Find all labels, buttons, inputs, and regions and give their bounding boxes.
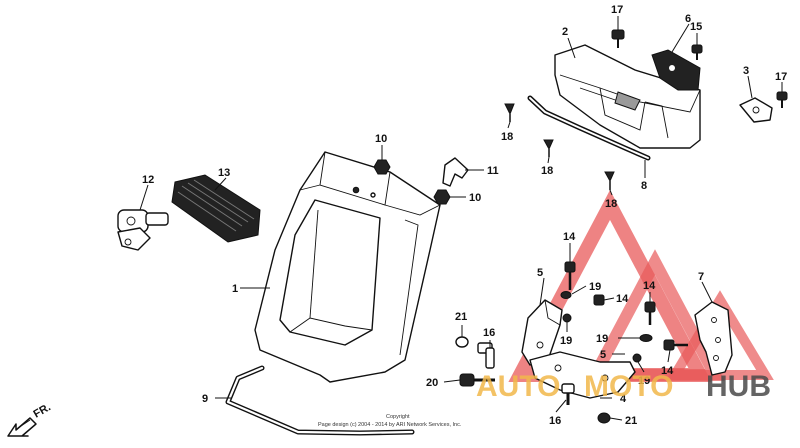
screw-17-top	[611, 29, 625, 48]
callout-12: 12	[142, 174, 154, 186]
callout-3: 3	[743, 65, 749, 77]
callout-11: 11	[487, 165, 499, 177]
callout-2: 2	[562, 26, 568, 38]
callout-14-d: 14	[661, 365, 674, 377]
front-direction-label: FR.	[32, 401, 53, 420]
callout-14-b: 14	[616, 293, 629, 305]
callout-5-lower: 5	[600, 349, 606, 361]
bolt-14-c	[644, 301, 656, 325]
callout-19-b: 19	[560, 335, 572, 347]
clip-18-a	[504, 103, 515, 122]
callout-10-side: 10	[469, 192, 481, 204]
callout-9: 9	[202, 393, 208, 405]
callout-13: 13	[218, 167, 230, 179]
clip-11	[442, 157, 469, 187]
callout-19-d: 19	[638, 375, 650, 387]
copyright-line-2: Page design (c) 2004 - 2014 by ARI Netwo…	[318, 422, 462, 428]
callout-18-c: 18	[605, 198, 617, 210]
callout-18-b: 18	[541, 165, 553, 177]
callout-17-right: 17	[775, 71, 787, 83]
callout-4: 4	[620, 393, 627, 405]
collar-19-c	[639, 334, 653, 342]
ignition-key-part	[117, 209, 169, 251]
trim-strip-part	[527, 95, 651, 161]
callout-19-a: 19	[589, 281, 601, 293]
nut-21-b	[597, 412, 611, 424]
callout-5-upper: 5	[537, 267, 543, 279]
stay-4-bottom	[529, 351, 636, 399]
callout-21-b: 21	[625, 415, 637, 427]
nut-10-side	[433, 189, 451, 205]
callout-1: 1	[232, 283, 238, 295]
clip-18-c	[604, 171, 615, 190]
watermark-text: AUTO MOTO HUB	[476, 370, 771, 403]
copyright-block: Copyright Page design (c) 2004 - 2014 by…	[318, 414, 462, 428]
grille-part	[171, 174, 261, 243]
callout-19-c: 19	[596, 333, 608, 345]
watermark-part-2: MOTO	[584, 370, 673, 403]
front-direction-arrow: FR.	[7, 401, 53, 437]
watermark-part-3: HUB	[706, 370, 771, 403]
callout-16-a: 16	[483, 327, 495, 339]
callout-6: 6	[685, 13, 691, 25]
bracket-5-left	[521, 299, 563, 366]
callout-7: 7	[698, 271, 704, 283]
callout-20: 20	[426, 377, 438, 389]
callout-16-b: 16	[549, 415, 561, 427]
screw-15	[691, 44, 703, 60]
clip-18-b	[543, 139, 554, 157]
callout-8: 8	[641, 180, 647, 192]
bolt-14-b	[593, 294, 605, 306]
bracket-plate-part	[651, 49, 701, 91]
collar-19-d	[632, 353, 642, 363]
callout-labels: 1 2 3 4 5 5 6 7 8 9 10 10 11 12 13 14 14…	[142, 4, 787, 427]
bolt-14-d	[663, 339, 688, 351]
nut-10-top	[373, 159, 391, 175]
copyright-line-1: Copyright	[386, 414, 410, 420]
callout-14-c: 14	[643, 280, 656, 292]
callout-18-a: 18	[501, 131, 513, 143]
collar-19-b	[562, 313, 572, 323]
top-cowl-part	[554, 44, 701, 149]
mount-plate-part	[739, 97, 773, 123]
leader-lines	[139, 16, 783, 421]
watermark-part-1: AUTO	[476, 370, 560, 403]
callout-17-top: 17	[611, 4, 623, 16]
bolt-16-b	[561, 383, 575, 405]
collar-19-a	[560, 291, 572, 299]
bolt-16-a	[477, 342, 495, 369]
nut-21-a	[455, 336, 469, 348]
callout-14-a: 14	[563, 231, 576, 243]
rubber-strip-part	[225, 365, 415, 436]
callout-15: 15	[690, 21, 702, 33]
bracket-7-right	[694, 301, 733, 376]
callout-10-top: 10	[375, 133, 387, 145]
callout-21-a: 21	[455, 311, 467, 323]
front-cover-part	[254, 151, 441, 383]
screw-17-right	[776, 91, 788, 108]
